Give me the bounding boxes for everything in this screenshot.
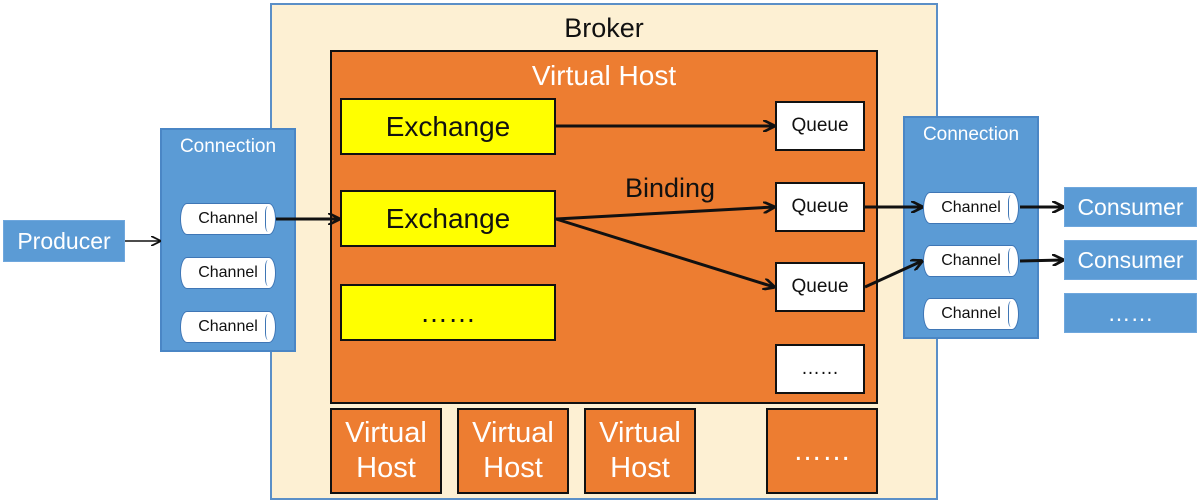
queue-2: Queue bbox=[775, 182, 865, 232]
virtual-host-3-line1: Virtual bbox=[472, 417, 554, 449]
virtual-host-2: Virtual Host bbox=[330, 408, 442, 494]
producer-box: Producer bbox=[3, 220, 125, 262]
arrow-channel-to-consumer-2 bbox=[1019, 260, 1063, 261]
virtual-host-3: Virtual Host bbox=[457, 408, 569, 494]
channel-left-1: Channel bbox=[180, 203, 276, 235]
virtual-host-3-line2: Host bbox=[483, 452, 543, 484]
queue-more: …… bbox=[775, 344, 865, 394]
virtual-host-4: Virtual Host bbox=[584, 408, 696, 494]
channel-left-3: Channel bbox=[180, 311, 276, 343]
broker-label: Broker bbox=[564, 12, 644, 43]
virtual-host-more-line1: …… bbox=[793, 434, 851, 467]
exchange-1: Exchange bbox=[340, 98, 556, 155]
exchange-more: …… bbox=[340, 284, 556, 341]
virtual-host-2-line1: Virtual bbox=[345, 417, 427, 449]
connection-right-label: Connection bbox=[922, 124, 1020, 145]
arrow-queue3-to-channel bbox=[864, 261, 922, 289]
virtual-host-4-line1: Virtual bbox=[599, 417, 681, 449]
queue-1: Queue bbox=[775, 101, 865, 151]
connection-left-label: Connection bbox=[179, 136, 277, 157]
arrow-exchange2-to-queue2 bbox=[555, 207, 774, 221]
channel-right-2: Channel bbox=[923, 245, 1019, 277]
channel-left-2: Channel bbox=[180, 257, 276, 289]
virtual-host-2-line2: Host bbox=[356, 452, 416, 484]
virtual-host-4-line2: Host bbox=[610, 452, 670, 484]
consumer-2: Consumer bbox=[1064, 240, 1197, 280]
virtual-host-label: Virtual Host bbox=[531, 60, 677, 91]
virtual-host-more: …… bbox=[766, 408, 878, 494]
consumer-1: Consumer bbox=[1064, 187, 1197, 227]
binding-label: Binding bbox=[624, 172, 716, 203]
consumer-more: …… bbox=[1064, 293, 1197, 333]
channel-right-1: Channel bbox=[923, 192, 1019, 224]
arrow-exchange2-to-queue3 bbox=[555, 217, 774, 287]
queue-3: Queue bbox=[775, 262, 865, 312]
channel-right-3: Channel bbox=[923, 298, 1019, 330]
exchange-2: Exchange bbox=[340, 190, 556, 247]
